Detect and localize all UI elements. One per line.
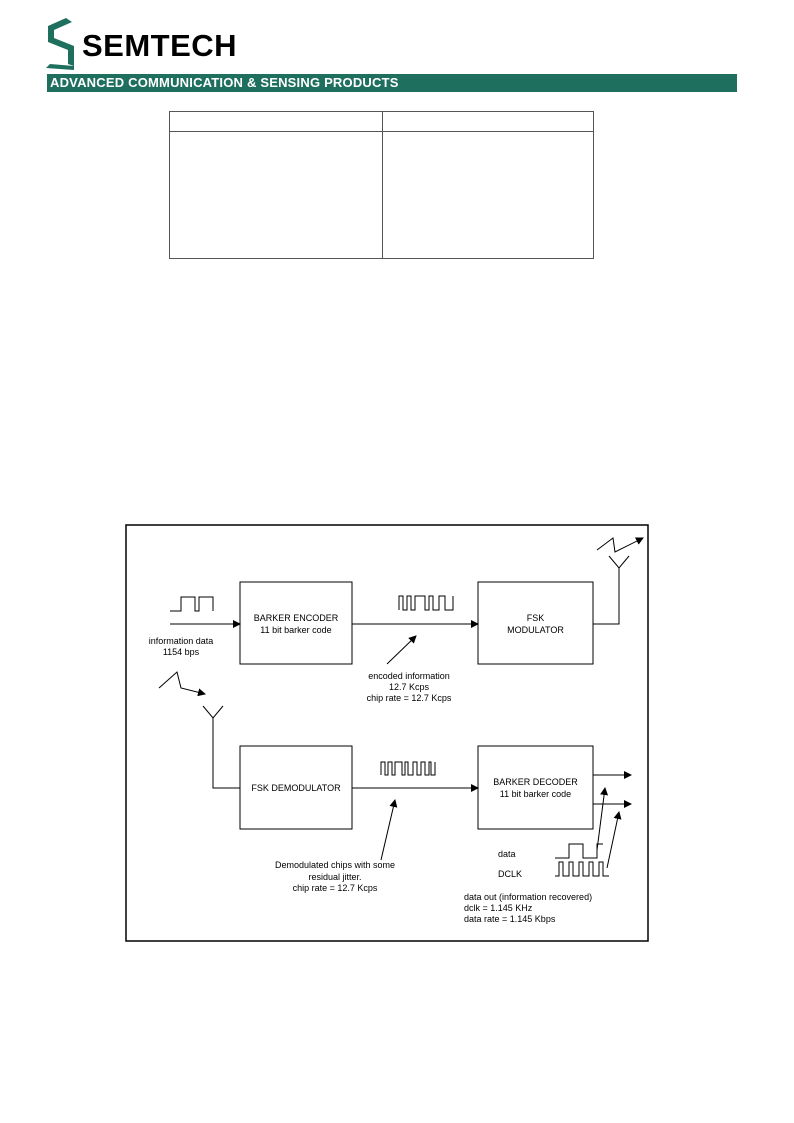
dclk-label: DCLK — [498, 869, 523, 879]
brand-name: SEMTECH — [82, 28, 238, 63]
fsk-modulator-subtitle: MODULATOR — [507, 625, 564, 635]
fsk-modulator-title: FSK — [526, 613, 545, 623]
modulator-to-antenna-line — [593, 568, 620, 625]
demodulated-jitter: residual jitter. — [308, 872, 362, 882]
antenna-to-demodulator-line — [212, 718, 240, 789]
data-label: data — [498, 849, 516, 859]
info-data-label: information data — [148, 636, 214, 646]
semtech-s-logo-icon — [46, 18, 74, 70]
diagram-graphics — [125, 524, 649, 942]
header-banner: ADVANCED COMMUNICATION & SENSING PRODUCT… — [47, 74, 737, 92]
data-recovered-pointer — [596, 787, 609, 851]
tx-antenna-icon — [608, 555, 630, 569]
encoded-chip-rate: chip rate = 12.7 Kcps — [366, 693, 452, 703]
tx-signal-bolt-icon — [596, 537, 644, 553]
demodulated-chips-waveform — [380, 761, 436, 776]
dclk-frequency: dclk = 1.145 KHz — [464, 903, 533, 913]
encoded-chips-waveform — [398, 595, 454, 611]
data-out-label: data out (information recovered) — [464, 892, 593, 902]
barker-decoder-title: BARKER DECODER — [493, 777, 578, 787]
barker-encoder-subtitle: 11 bit barker code — [260, 625, 332, 635]
fsk-demodulator-title: FSK DEMODULATOR — [251, 783, 341, 793]
data-out-waveform — [555, 843, 603, 859]
diagram-frame — [125, 524, 649, 942]
table-header-row — [170, 112, 593, 132]
barker-decoder-subtitle: 11 bit barker code — [499, 789, 572, 799]
demodulated-label: Demodulated chips with some — [274, 860, 396, 870]
info-data-waveform — [170, 596, 214, 612]
banner-text: ADVANCED COMMUNICATION & SENSING PRODUCT… — [50, 75, 399, 90]
table-column-divider — [382, 112, 383, 258]
encoded-rate: 12.7 Kcps — [388, 682, 430, 692]
encoded-pointer — [386, 635, 417, 665]
barker-encoder-title: BARKER ENCODER — [253, 613, 339, 623]
rx-antenna-icon — [202, 705, 224, 719]
dclk-waveform — [555, 861, 609, 877]
encoded-label: encoded information — [368, 671, 450, 681]
data-rate: data rate = 1.145 Kbps — [464, 914, 556, 924]
rx-signal-bolt-icon — [158, 671, 206, 697]
demodulated-chip-rate: chip rate = 12.7 Kcps — [292, 883, 378, 893]
demodulated-pointer — [380, 799, 398, 861]
barker-fsk-block-diagram: BARKER ENCODER 11 bit barker code FSK MO… — [125, 524, 649, 942]
info-data-rate: 1154 bps — [162, 647, 200, 657]
dclk-recovered-pointer — [606, 811, 622, 869]
spec-table — [169, 111, 594, 259]
